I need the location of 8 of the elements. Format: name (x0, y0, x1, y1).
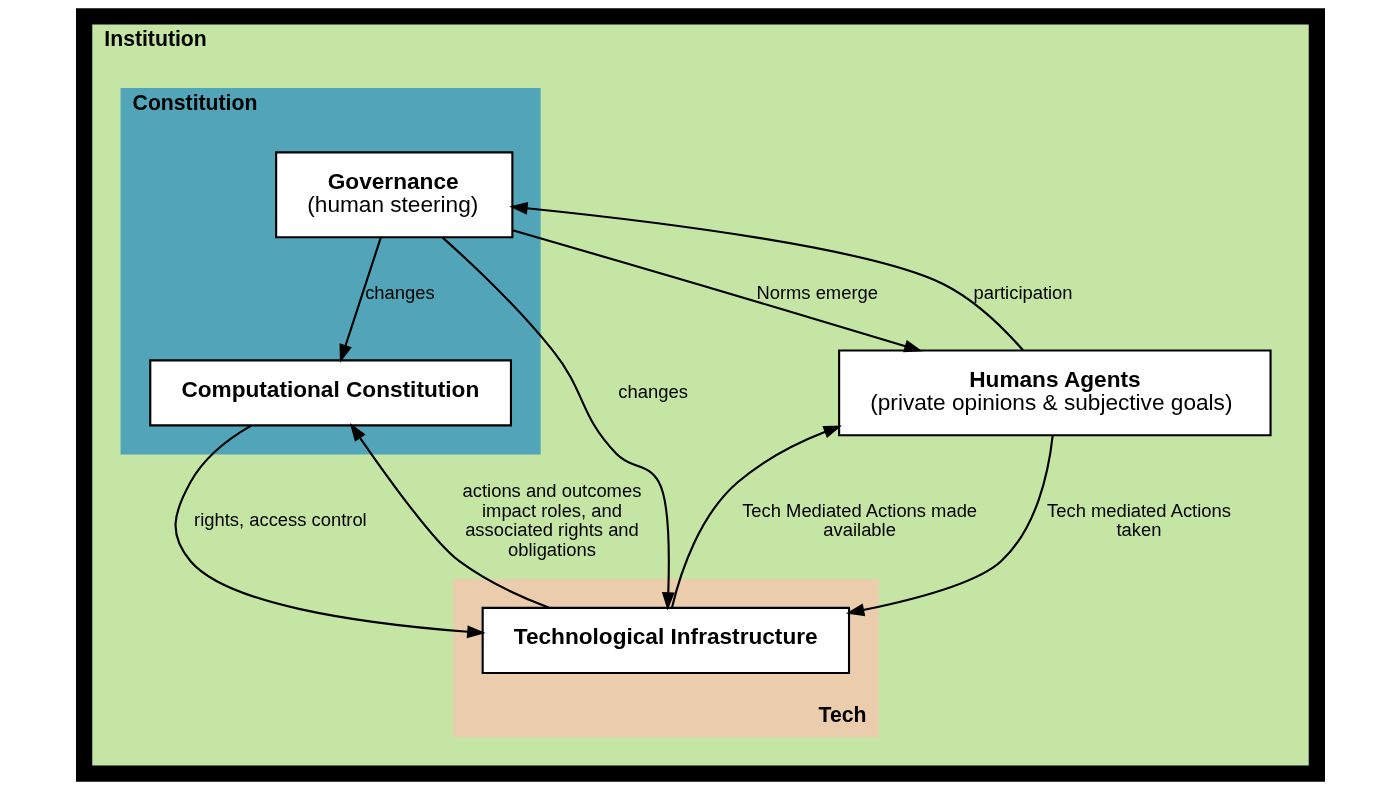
edge-label: Tech Mediated Actions made available (741, 499, 977, 541)
edge-label: participation (972, 281, 1073, 303)
edge-label: rights, access control (193, 509, 367, 531)
edge-label: Norms emerge (755, 281, 878, 303)
edge-label: actions and outcomes impact roles, and associated rights and obligations (462, 479, 641, 561)
edge-label: changes (364, 281, 435, 303)
edge-label: Tech mediated Actions taken (1046, 499, 1231, 541)
edge-label: changes (617, 380, 688, 402)
